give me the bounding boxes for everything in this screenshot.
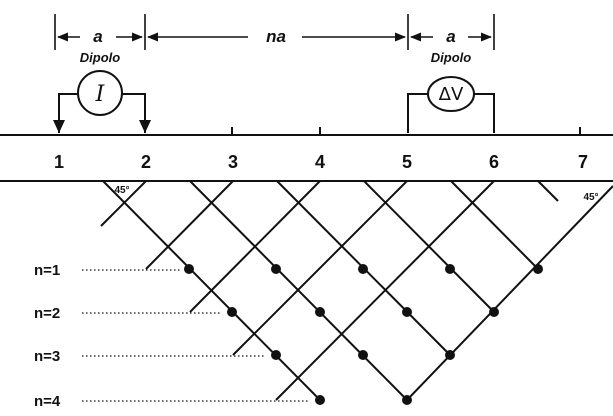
ammeter-circle [77,70,123,116]
electrode-labels: 1 2 3 4 5 6 7 [54,152,588,172]
current-symbol: I [95,82,106,107]
electrode-ticks [231,127,581,135]
measurement-point [315,307,325,317]
current-wire-right [122,93,146,133]
measurement-points [184,264,543,405]
a-left-label: a [93,27,102,46]
dipole-right-label: Dipolo [431,50,471,65]
grid-diagonal [450,180,539,270]
a-right-label: a [446,27,455,46]
level-label-n1: n=1 [34,262,60,279]
grid-diagonal [275,180,495,401]
measurement-point [315,395,325,405]
voltage-wire-left [407,93,428,133]
angle-label-right: 45° [583,192,598,203]
electrode-label: 1 [54,152,64,172]
measurement-point [227,307,237,317]
level-label-n4: n=4 [34,393,61,410]
electrode-label: 2 [141,152,151,172]
grid-diagonal [189,180,321,313]
voltage-wire-right [474,93,495,133]
electrode-label: 4 [315,152,325,172]
current-arrow-right [139,120,151,133]
level-labels: n=1 n=2 n=3 n=4 [34,262,310,410]
current-wire-left [58,93,78,133]
measurement-point [358,350,368,360]
voltage-symbol: ΔV [439,84,464,105]
voltage-dipole: ΔV [407,76,495,133]
grid-diagonal [100,180,147,227]
grid-diagonal [145,180,234,270]
measurement-point [445,264,455,274]
measurement-point [533,264,543,274]
current-arrow-left [53,120,65,133]
measurement-point [402,307,412,317]
electrode-label: 6 [489,152,499,172]
angle-label-left: 45° [114,185,129,196]
measurement-point [402,395,412,405]
grid-diagonal [537,180,559,202]
na-label: na [266,27,286,46]
current-dipole: I [53,70,151,133]
level-label-n2: n=2 [34,305,60,322]
measurement-point [358,264,368,274]
dipole-left-label: Dipolo [80,50,120,65]
measurement-point [271,350,281,360]
grid-diagonal [232,180,408,356]
measurement-point [445,350,455,360]
voltmeter-oval [427,76,475,112]
measurement-point [489,307,499,317]
level-label-n3: n=3 [34,348,60,365]
measurement-point [184,264,194,274]
grid-diagonal [406,185,613,401]
spacing-dimensions: a na a [54,14,495,50]
measurement-point [271,264,281,274]
electrode-label: 7 [578,152,588,172]
electrode-label: 5 [402,152,412,172]
pseudosection-grid [100,180,613,401]
electrode-label: 3 [228,152,238,172]
